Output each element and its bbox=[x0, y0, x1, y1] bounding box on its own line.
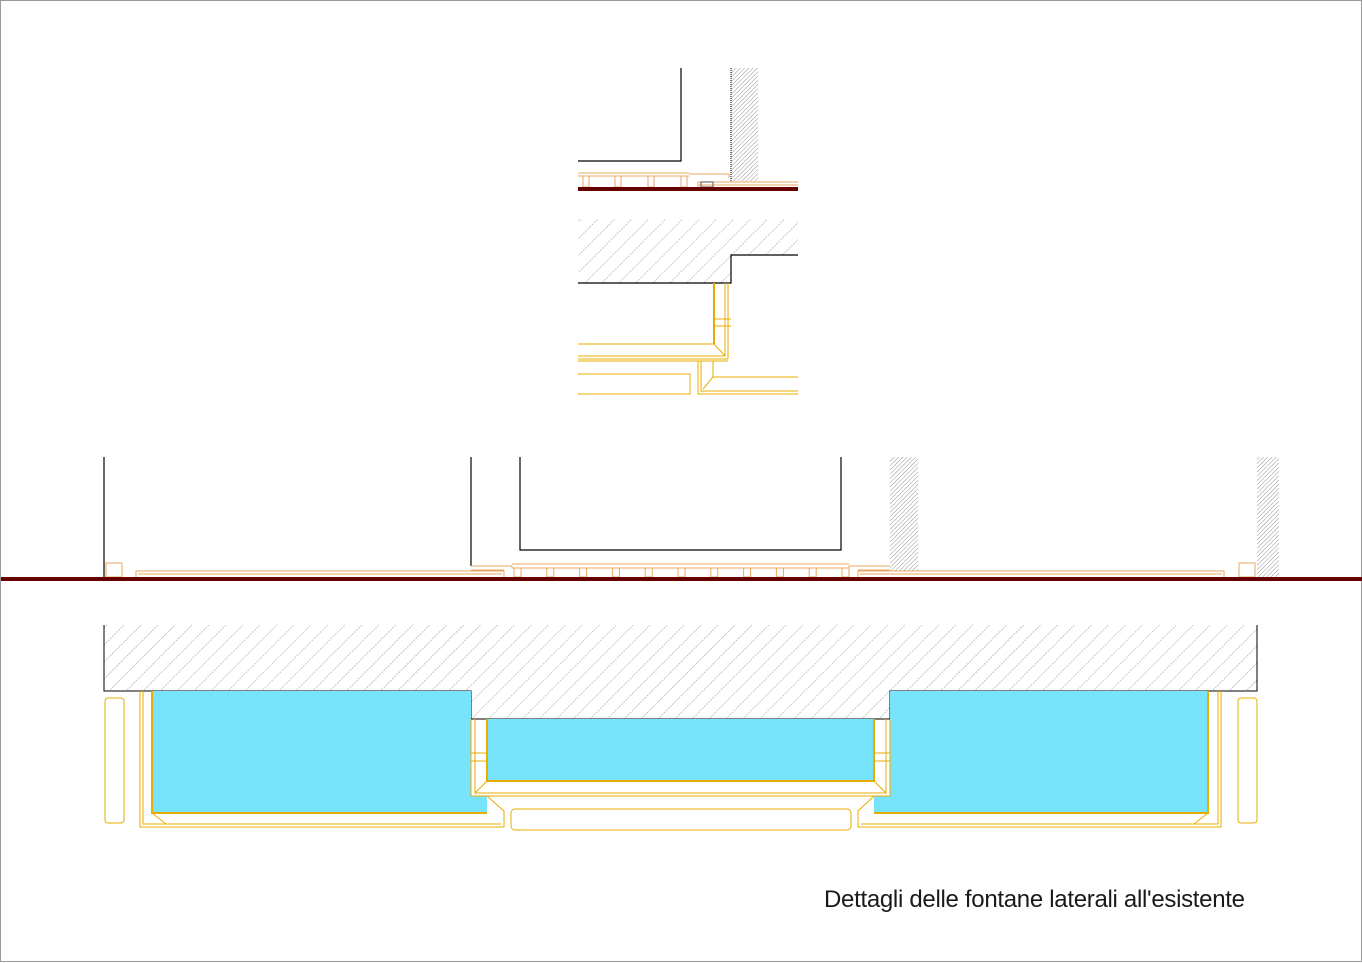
deck bbox=[105, 562, 1256, 578]
top-detail bbox=[578, 68, 798, 395]
deck-post bbox=[579, 567, 588, 578]
center-pool-water bbox=[487, 719, 874, 781]
right-pool-water bbox=[890, 691, 1208, 813]
deck-post bbox=[841, 567, 850, 578]
deck-post bbox=[513, 567, 522, 578]
deck-post bbox=[743, 567, 752, 578]
hatched-wall bbox=[890, 457, 918, 571]
hatched-slab bbox=[578, 219, 798, 283]
ground-line bbox=[1, 577, 1362, 581]
deck-post bbox=[710, 567, 719, 578]
slab-outline bbox=[578, 254, 798, 284]
building-outline bbox=[103, 457, 842, 578]
hatched-wall bbox=[1257, 457, 1279, 578]
left-pool-water bbox=[152, 691, 471, 813]
fountain-frames bbox=[104, 691, 1258, 831]
deck-post bbox=[775, 567, 784, 578]
building-outline bbox=[578, 68, 682, 162]
deck-post bbox=[808, 567, 817, 578]
drawing-caption: Dettagli delle fontane laterali all'esis… bbox=[824, 886, 1245, 913]
deck-post bbox=[546, 567, 555, 578]
hatched-slab bbox=[104, 625, 1257, 719]
deck-posts bbox=[513, 567, 850, 578]
deck-post bbox=[677, 567, 686, 578]
left-overflow-water bbox=[471, 796, 487, 813]
deck-post bbox=[644, 567, 653, 578]
deck bbox=[578, 172, 798, 188]
right-overflow-water bbox=[874, 796, 890, 813]
hatched-wall bbox=[731, 68, 758, 181]
ground-line bbox=[578, 187, 798, 191]
deck-post bbox=[611, 567, 620, 578]
bottom-detail bbox=[1, 457, 1362, 831]
fountain-frame bbox=[578, 283, 798, 395]
